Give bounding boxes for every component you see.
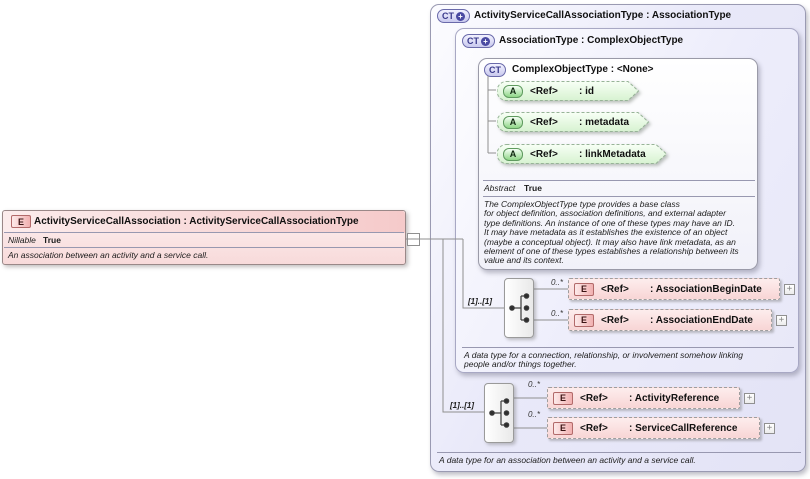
divider	[483, 180, 755, 181]
element-declaration-description: An association between an activity and a…	[8, 250, 209, 260]
element-association-begin-date[interactable]: E <Ref> : AssociationBeginDate	[568, 278, 780, 300]
expand-toggle-icon[interactable]: +	[744, 393, 755, 404]
multiplicity-label: [1]..[1]	[468, 297, 492, 306]
element-icon: E	[574, 282, 594, 296]
cardinality-label: 0..*	[527, 410, 540, 419]
association-type-description: A data type for a connection, relationsh…	[464, 350, 743, 370]
complex-type-extension-icon: CT +	[462, 34, 495, 48]
element-name: : AssociationEndDate	[650, 314, 753, 326]
abstract-label: Abstract	[484, 183, 516, 193]
ct-badge-text: CT	[467, 36, 479, 46]
attribute-ref: <Ref>	[530, 116, 558, 128]
attribute-ref: <Ref>	[530, 85, 558, 97]
element-association-end-date[interactable]: E <Ref> : AssociationEndDate	[568, 309, 772, 331]
element-ref: <Ref>	[580, 392, 608, 404]
sequence-connector-icon[interactable]	[484, 383, 514, 443]
expand-toggle-icon[interactable]: +	[776, 315, 787, 326]
expand-toggle-icon[interactable]: +	[784, 284, 795, 295]
ct-badge-text: CT	[442, 11, 454, 21]
extension-plus-icon: +	[456, 11, 465, 21]
divider	[4, 247, 404, 248]
complex-object-type-title: ComplexObjectType : <None>	[512, 64, 654, 75]
extension-plus-icon: +	[481, 36, 490, 46]
element-icon: E	[553, 391, 573, 405]
attribute-icon: A	[503, 115, 523, 129]
expand-toggle-icon[interactable]: +	[764, 423, 775, 434]
element-icon: E	[553, 421, 573, 435]
ct-badge-text: CT	[489, 65, 501, 75]
cardinality-label: 0..*	[550, 309, 563, 318]
attribute-name: : linkMetadata	[579, 148, 646, 160]
attribute-metadata[interactable]: A <Ref> : metadata	[497, 112, 649, 132]
nillable-value: True	[43, 235, 61, 245]
divider	[437, 452, 801, 453]
collapse-toggle-icon[interactable]: −	[407, 233, 420, 246]
attribute-id[interactable]: A <Ref> : id	[497, 81, 639, 101]
nillable-label: Nillable	[8, 235, 36, 245]
element-declaration-box[interactable]: E ActivityServiceCallAssociation : Activ…	[2, 210, 406, 265]
complex-type-extension-icon: CT +	[437, 9, 470, 23]
divider	[483, 196, 755, 197]
cardinality-label: 0..*	[550, 278, 563, 287]
abstract-value: True	[524, 183, 542, 193]
attribute-ref: <Ref>	[530, 148, 558, 160]
complex-object-type-description: The ComplexObjectType type provides a ba…	[484, 199, 739, 266]
sequence-connector-icon[interactable]	[504, 278, 534, 338]
attribute-name: : id	[579, 85, 594, 97]
attribute-icon: A	[503, 84, 523, 98]
association-type-title: AssociationType : ComplexObjectType	[499, 35, 684, 46]
cardinality-label: 0..*	[527, 380, 540, 389]
element-icon: E	[574, 313, 594, 327]
element-ref: <Ref>	[601, 283, 629, 295]
element-name: : AssociationBeginDate	[650, 283, 762, 295]
complex-type-icon: CT	[484, 63, 506, 77]
element-ref: <Ref>	[580, 422, 608, 434]
attribute-icon: A	[503, 147, 523, 161]
element-activity-reference[interactable]: E <Ref> : ActivityReference	[547, 387, 740, 409]
divider	[462, 347, 794, 348]
element-ref: <Ref>	[601, 314, 629, 326]
outer-type-description: A data type for an association between a…	[439, 455, 696, 465]
multiplicity-label: [1]..[1]	[450, 401, 474, 410]
element-service-call-reference[interactable]: E <Ref> : ServiceCallReference	[547, 417, 760, 439]
outer-type-title: ActivityServiceCallAssociationType : Ass…	[474, 10, 732, 21]
complex-object-type-panel[interactable]: CT ComplexObjectType : <None> A <Ref> : …	[478, 58, 758, 270]
element-name: : ActivityReference	[629, 392, 720, 404]
attribute-name: : metadata	[579, 116, 630, 128]
element-declaration-title: ActivityServiceCallAssociation : Activit…	[34, 216, 359, 227]
attribute-linkmetadata[interactable]: A <Ref> : linkMetadata	[497, 144, 667, 164]
divider	[4, 232, 404, 233]
element-name: : ServiceCallReference	[629, 422, 738, 434]
element-icon: E	[11, 215, 31, 228]
element-declaration-header	[3, 211, 405, 233]
